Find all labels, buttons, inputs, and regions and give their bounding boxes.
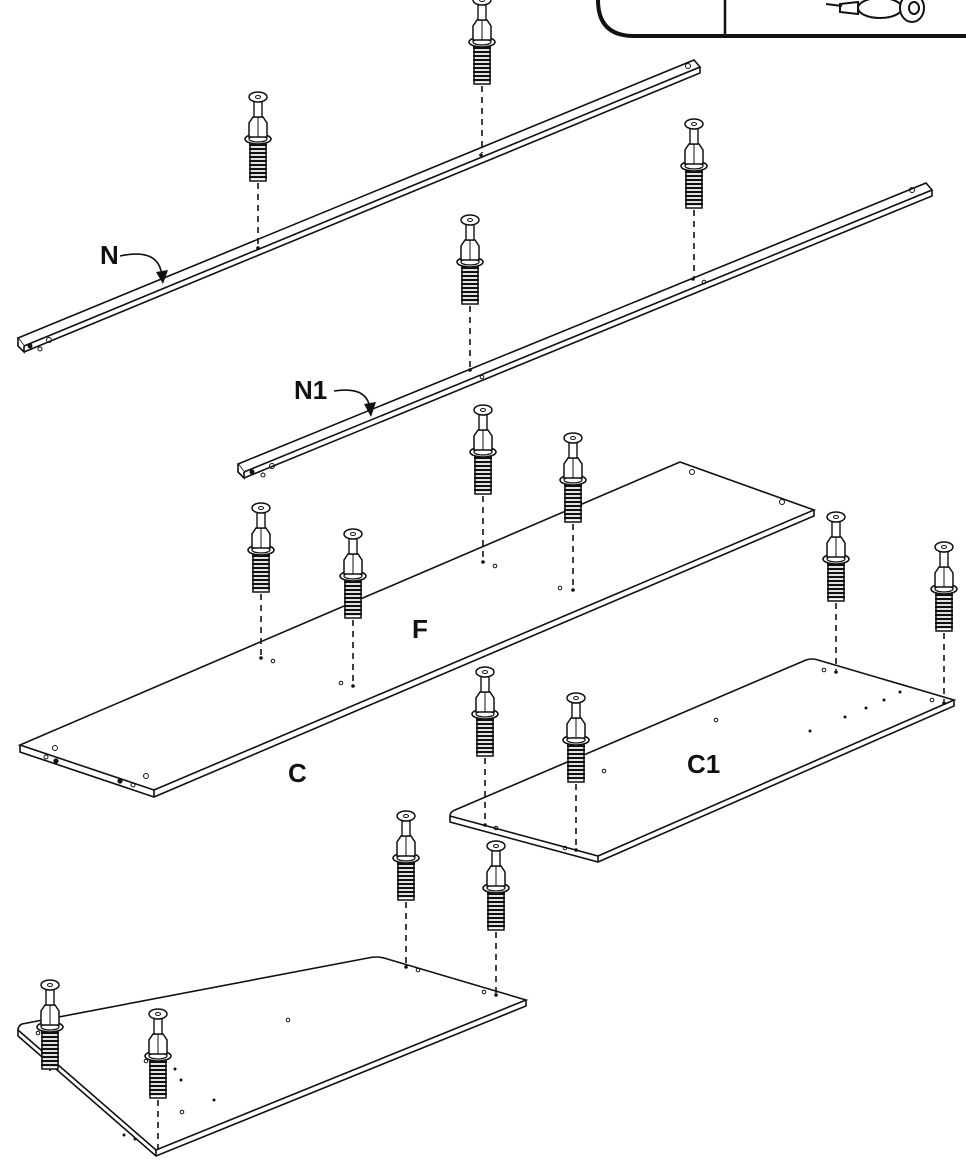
cam-bolt-icon <box>243 90 273 183</box>
panel-c <box>17 956 529 1157</box>
panel-n <box>16 59 702 354</box>
leader-arrow-n1 <box>333 389 376 417</box>
panel-f <box>17 461 817 798</box>
label-n1: N1 <box>294 375 327 405</box>
cam-bolt-icon <box>470 665 500 758</box>
cam-bolt-icon <box>481 839 511 932</box>
cam-bolt-icon <box>929 540 959 633</box>
label-c1: C1 <box>687 749 720 779</box>
cam-bolt-icon <box>455 213 485 306</box>
cam-bolt-icon <box>246 501 276 594</box>
label-n: N <box>100 240 119 270</box>
label-c: C <box>288 758 307 788</box>
leader-arrow-n <box>119 253 168 284</box>
cam-bolt-icon <box>467 0 497 86</box>
cam-bolt-icon <box>468 403 498 496</box>
label-f: F <box>412 614 428 644</box>
cam-bolt-icon <box>821 510 851 603</box>
inset-callout <box>596 0 966 38</box>
insertion-guides <box>49 86 945 1150</box>
inset-callout-bolt-icon <box>825 0 925 23</box>
panel-n1 <box>236 182 934 480</box>
cam-bolt-icon <box>391 809 421 902</box>
cam-bolt-icon <box>679 117 709 210</box>
